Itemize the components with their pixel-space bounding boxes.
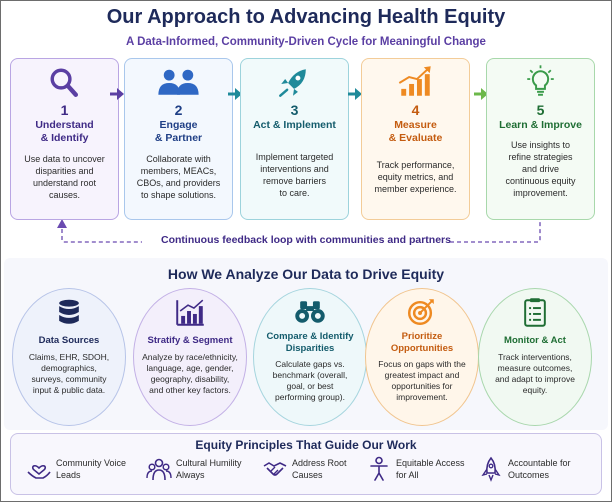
analysis-description: Track interventions,measure outcomes, an…: [495, 352, 575, 395]
target-icon: [408, 299, 434, 326]
step-name: Engage& Partner: [154, 119, 203, 144]
magnifier-icon: [50, 68, 78, 97]
lightbulb-icon: [527, 65, 554, 96]
step-description: Track performance,equity metrics, and me…: [374, 160, 457, 194]
arrow-1-2-icon: [110, 88, 124, 100]
bar-chart-icon: [176, 299, 204, 326]
principles-title: Equity Principles That Guide Our Work: [195, 438, 417, 452]
rocket-outline-icon: [481, 456, 501, 482]
step-number: 3: [290, 102, 299, 118]
analysis-description: Claims, EHR, SDOH,demographics, surveys,…: [28, 352, 110, 395]
handshake-icon: [263, 462, 287, 476]
step-name: Act & Implement: [253, 119, 336, 131]
heart-hands-icon: [27, 465, 51, 479]
page-subtitle: A Data-Informed, Community-Driven Cycle …: [126, 36, 486, 48]
step-name: Measure& Evaluate: [388, 119, 443, 144]
arrow-2-3-icon: [228, 88, 242, 100]
analysis-data-sources: Data Sources Claims, EHR, SDOH,demograph…: [12, 288, 126, 426]
step-name: Learn & Improve: [499, 119, 582, 131]
person-access-icon: [370, 456, 388, 481]
group-icon: [146, 458, 172, 481]
analysis-name: Monitor & Act: [504, 335, 566, 346]
step-number: 5: [536, 102, 545, 118]
analysis-name: Stratify & Segment: [147, 335, 233, 346]
analysis-title: How We Analyze Our Data to Drive Equity: [167, 266, 445, 282]
feedback-loop-line: [57, 219, 541, 243]
people-icon: [158, 69, 199, 95]
growth-chart-icon: [398, 66, 431, 96]
step-name: Understand& Identify: [35, 119, 94, 144]
step-measure-evaluate: 4 Measure& Evaluate Track performance,eq…: [361, 58, 470, 220]
step-number: 4: [411, 102, 420, 118]
rocket-icon: [279, 69, 306, 97]
feedback-loop-label: Continuous feedback loop with communitie…: [161, 234, 451, 246]
arrow-4-5-icon: [474, 88, 488, 100]
clipboard-icon: [524, 298, 546, 327]
analysis-stratify-segment: Stratify & Segment Analyze by race/ethni…: [133, 288, 247, 426]
arrow-3-4-icon: [348, 88, 362, 100]
step-number: 1: [60, 102, 69, 118]
step-understand-identify: 1 Understand& Identify Use data to uncov…: [10, 58, 119, 220]
analysis-name: Data Sources: [38, 335, 100, 346]
analysis-monitor-act: Monitor & Act Track interventions,measur…: [478, 288, 592, 426]
step-number: 2: [174, 102, 183, 118]
page-title: Our Approach to Advancing Health Equity: [106, 6, 506, 28]
analysis-description: Calculate gaps vs.benchmark (overall, go…: [272, 359, 348, 402]
analysis-description: Analyze by race/ethnicity,language, age,…: [142, 352, 238, 395]
database-icon: [59, 299, 79, 324]
binoculars-icon: [295, 301, 325, 323]
principles-panel: [10, 433, 602, 495]
